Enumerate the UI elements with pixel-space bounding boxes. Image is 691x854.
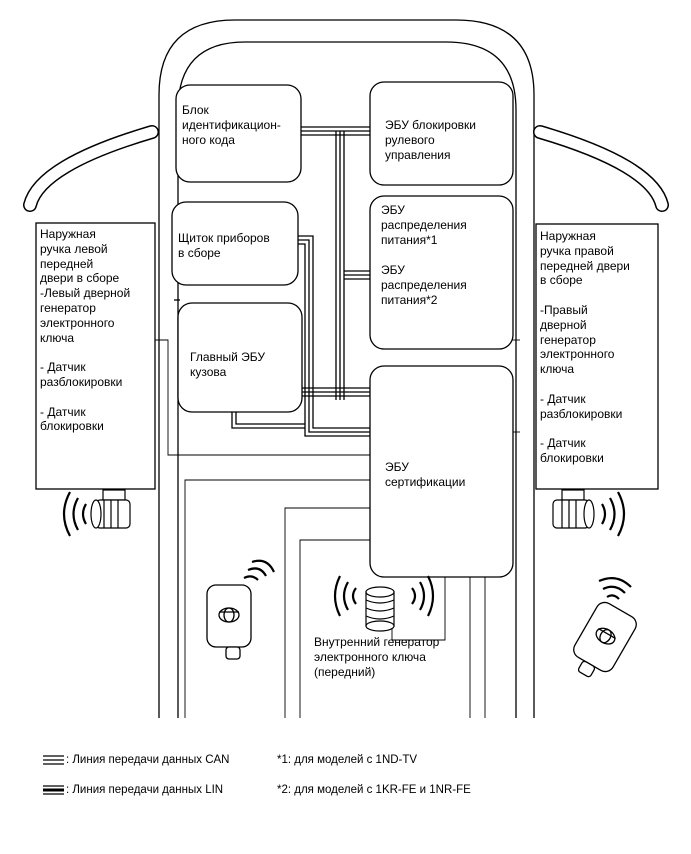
id-code-box [175,84,302,183]
note-1-text: *1: для моделей с 1ND-TV [277,754,418,766]
lin-legend-symbol [43,785,64,795]
right-mirror [533,125,669,212]
steering-lock-ecu-box [369,81,514,186]
combination-meter-label: Щиток приборов в сборе [178,231,270,260]
indoor-oscillator-label: Внутренний генератор электронного ключа … [314,635,440,679]
left-door-handle-label: Наружная ручка левой передней двери в сб… [40,227,131,434]
power-dist-ecu-2-label: ЭБУ распределения питания*2 [381,263,467,307]
certification-ecu-label: ЭБУ сертификации [385,460,466,489]
left-door-handle-box [35,222,156,490]
note-2-text: *2: для моделей с 1KR-FE и 1NR-FE [277,784,471,796]
right-door-handle-box [535,223,659,490]
left-door-oscillator-icon [90,489,131,529]
vehicle-body-outline [158,19,535,718]
combination-meter-box [171,201,299,286]
can-legend-symbol [43,755,64,765]
can-legend-text: : Линия передачи данных CAN [66,754,230,766]
main-body-ecu-box [177,302,303,413]
right-electronic-key-icon [573,601,637,678]
power-dist-ecu-1-label: ЭБУ распределения питания*1 [381,203,467,247]
can-bus-lines [174,126,370,437]
right-door-handle-label: Наружная ручка правой передней двери в с… [540,229,630,465]
left-electronic-key-icon [206,584,252,660]
id-code-box-label: Блок идентификацион- ного кода [182,103,281,147]
indoor-oscillator-icon [365,586,395,632]
signal-lines [155,339,520,718]
main-body-ecu-label: Главный ЭБУ кузова [190,350,266,379]
radio-wave-icons [62,491,632,617]
left-mirror [23,125,159,212]
lin-legend-text: : Линия передачи данных LIN [66,784,224,796]
power-distribution-ecu-box [369,195,514,350]
steering-lock-ecu-label: ЭБУ блокировки рулевого управления [385,118,476,162]
certification-ecu-box [369,365,514,578]
right-door-oscillator-icon [552,489,595,529]
